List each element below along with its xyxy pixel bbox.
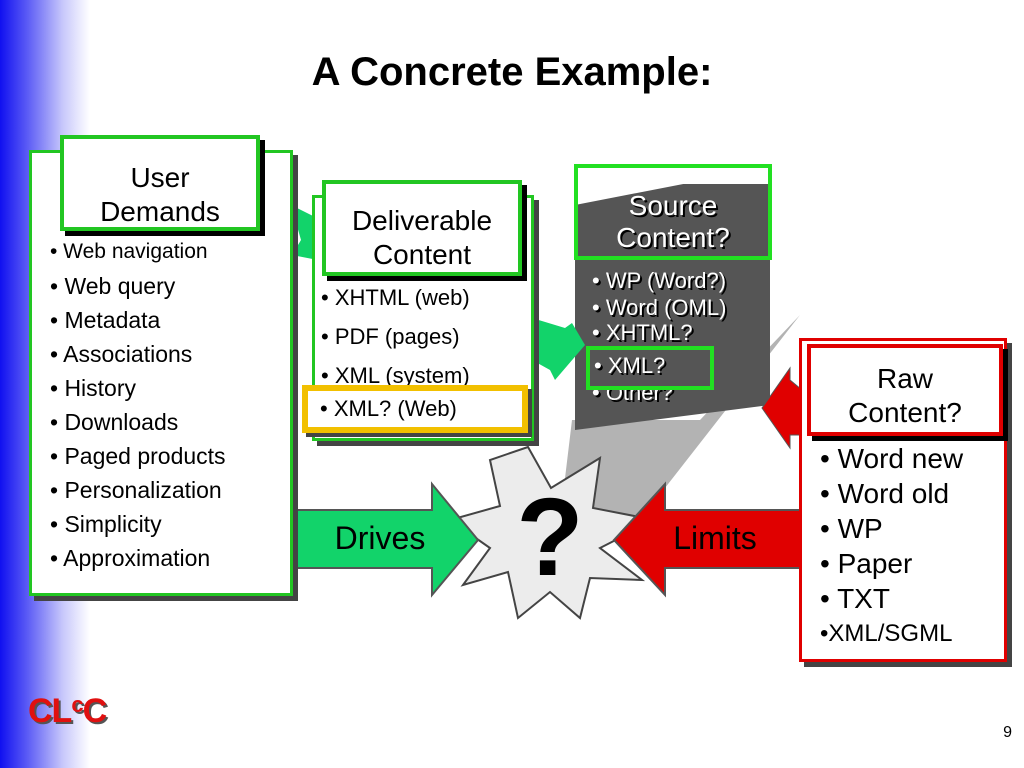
list-item: • Paper — [820, 548, 913, 579]
logo-text: c — [71, 692, 83, 717]
logo-text: C — [82, 692, 108, 730]
deliverable-list: • XHTML (web) • PDF (pages) • XML (syste… — [321, 278, 470, 395]
title-line: User — [130, 162, 190, 193]
list-item: • Metadata — [50, 307, 161, 333]
list-item: • XHTML? — [592, 320, 693, 345]
logo-text: CL — [28, 692, 72, 730]
user-demands-list: • Web navigation • Web query • Metadata … — [50, 235, 226, 575]
title-line: Demands — [100, 196, 220, 227]
limits-label: Limits — [673, 520, 757, 556]
list-item: • History — [50, 375, 137, 401]
raw-list: • Word new • Word old • WP • Paper • TXT… — [820, 441, 963, 651]
raw-title: Raw Content? — [807, 344, 1003, 436]
list-item: • WP (Word?) — [592, 268, 727, 293]
list-item: • Approximation — [50, 545, 211, 571]
title-line: Source — [628, 190, 718, 221]
list-item: • Web navigation — [50, 240, 208, 263]
title-line: Deliverable — [351, 205, 493, 236]
deliverable-highlight-box: • XML? (Web) — [302, 385, 528, 433]
list-item: • Paged products — [50, 443, 226, 469]
list-item: • Associations — [50, 341, 193, 367]
page-number: 9 — [1003, 724, 1012, 741]
question-mark: ? — [516, 476, 584, 599]
list-item: • XML (system) — [321, 363, 470, 388]
title-line: Raw — [876, 363, 933, 394]
list-item: • Word old — [820, 478, 950, 509]
limits-arrow — [612, 481, 811, 598]
list-item: • Personalization — [50, 477, 222, 503]
source-list: • WP (Word?) • Word (OML) • XHTML? — [592, 266, 727, 345]
list-item: • Word new — [820, 443, 964, 474]
list-item: • Simplicity — [50, 511, 162, 537]
clc-logo: CLcC — [28, 692, 108, 731]
list-item: • WP — [820, 513, 883, 544]
arrow-deliverable-to-source — [532, 318, 585, 380]
drives-arrow — [277, 481, 480, 598]
drives-label: Drives — [334, 520, 426, 556]
slide-title: A Concrete Example: — [311, 50, 713, 94]
list-item: • PDF (pages) — [321, 324, 460, 349]
deliverable-title: Deliverable Content — [322, 180, 522, 276]
list-item: • Word (OML) — [592, 295, 727, 320]
list-item: • TXT — [820, 583, 890, 614]
title-line: Content — [372, 239, 472, 270]
deliverable-highlight-item: • XML? (Web) — [320, 396, 457, 421]
source-title: Source Content? — [574, 164, 772, 260]
funnel-shape — [560, 315, 800, 520]
list-item: •XML/SGML — [820, 620, 953, 647]
title-line: Content? — [848, 397, 962, 428]
list-item: • Downloads — [50, 409, 179, 435]
title-line: Content? — [616, 222, 730, 253]
list-item: • XHTML (web) — [321, 285, 470, 310]
source-highlight-item: • XML? — [594, 353, 666, 378]
list-item: • Web query — [50, 273, 176, 299]
user-demands-title: User Demands — [60, 135, 260, 231]
source-highlight-box: • XML? — [586, 346, 714, 390]
